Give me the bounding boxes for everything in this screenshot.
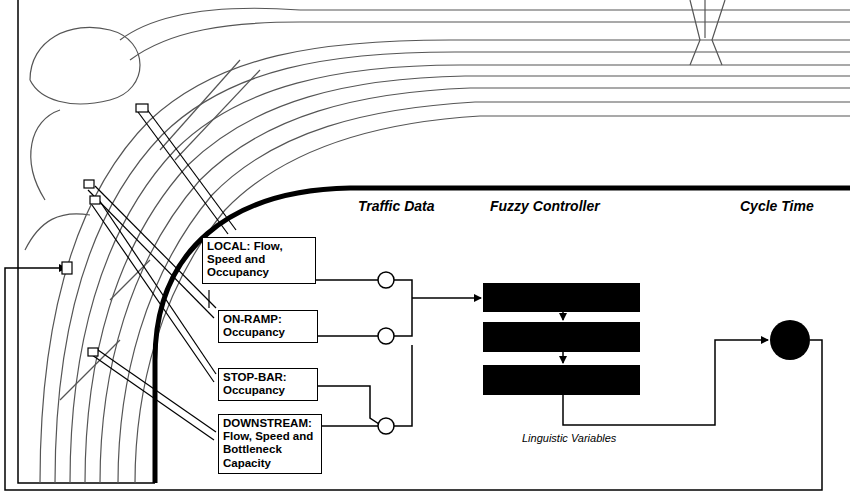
sensor-text: LOCAL: Flow, Speed and Occupancy xyxy=(207,240,311,280)
sensor-text: DOWNSTREAM: Flow, Speed and Bottleneck C… xyxy=(223,417,317,470)
ramp-meter xyxy=(62,262,72,274)
summing-circles xyxy=(378,272,394,434)
column-header: Cycle Time xyxy=(738,198,816,214)
fuzzy-blocks xyxy=(483,283,640,395)
sensor-text: STOP-BAR: Occupancy xyxy=(223,371,313,397)
output-node xyxy=(770,320,810,360)
road-lines xyxy=(25,0,850,483)
frame-line xyxy=(18,0,155,483)
column-header: Traffic Data xyxy=(356,198,437,214)
sensor-text: ON-RAMP: Occupancy xyxy=(223,313,313,339)
data-wiring xyxy=(5,268,822,490)
sensor-box: LOCAL: Flow, Speed and Occupancy xyxy=(202,237,316,284)
column-header: Fuzzy Controller xyxy=(488,198,602,214)
sensor-box: ON-RAMP: Occupancy xyxy=(218,310,318,343)
caption-note: Linguistic Variables xyxy=(520,432,618,444)
sensor-box: DOWNSTREAM: Flow, Speed and Bottleneck C… xyxy=(218,414,322,474)
sensor-box: STOP-BAR: Occupancy xyxy=(218,368,318,401)
road-boundary xyxy=(155,188,850,483)
